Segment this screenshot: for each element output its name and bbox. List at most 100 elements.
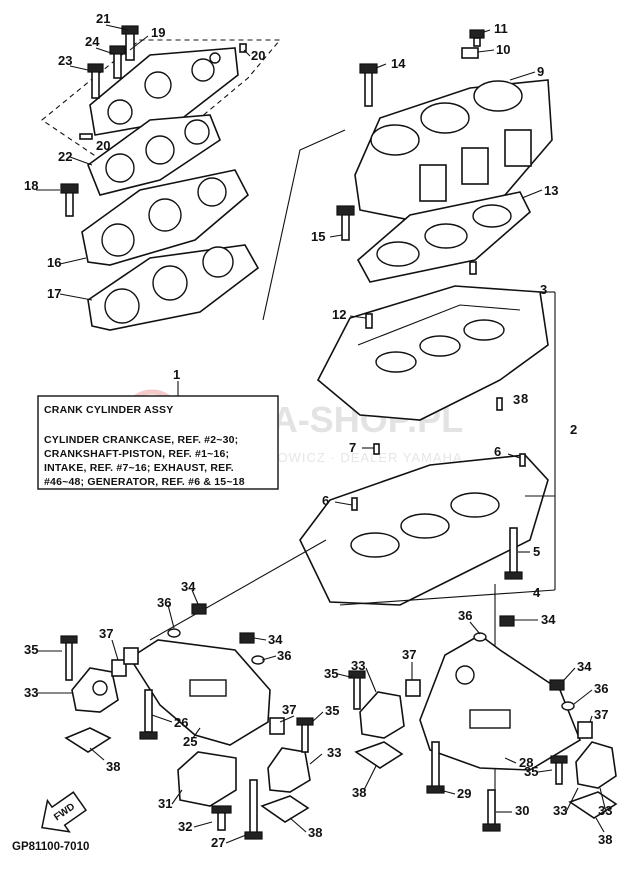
washer-36 [561,701,575,711]
spacer-37 [111,659,127,677]
bolt-18-head [60,183,79,194]
crankcase-ridge [357,304,521,346]
leader-37 [279,715,295,723]
gasket-hole [145,135,175,165]
clamp-10 [461,47,479,59]
leader-17 [59,293,93,301]
rubber-mount-33 [359,691,405,739]
callout-35: 35 [325,703,339,718]
bolt-35 [353,674,361,710]
assembly-lines [149,129,556,820]
leader-19 [129,35,149,51]
callout-37: 37 [402,647,416,662]
callout-5: 5 [533,544,540,559]
cylinder-block-group [336,29,553,283]
washer-36 [473,632,487,642]
bolt-11 [473,37,481,47]
callout-13: 13 [544,183,558,198]
leader-6 [334,501,353,506]
bracket-slot [469,709,511,729]
leader-12 [349,315,367,319]
leader-line [262,129,346,321]
exhaust-port [504,129,532,167]
leader-38 [363,765,377,791]
callout-38: 38 [598,832,612,847]
leader-36 [469,621,481,635]
cylinder-head-group [41,25,282,331]
bolt-18 [65,189,74,217]
head-gasket-bore [152,265,188,301]
crankcase-lower-group [299,453,549,606]
combustion-chamber [148,198,182,232]
leader-33 [365,667,377,693]
bolt-14-head [359,63,378,74]
leader-26 [151,714,173,723]
callout-11: 11 [494,21,508,36]
leader-38 [89,747,105,761]
spacer-37 [577,721,593,739]
cylinder-bore [370,124,420,156]
bolt-30 [487,789,496,827]
note-title: CRANK CYLINDER ASSY [44,404,173,416]
head-gasket-bore [104,288,140,324]
bracket-hole [455,665,475,685]
note-box [37,395,279,490]
combustion-chamber [197,177,227,207]
dowel-7 [373,443,380,455]
callout-37: 37 [282,702,296,717]
callout-16: 16 [47,255,61,270]
base-gasket-bore [424,223,468,249]
leader-35 [337,673,355,679]
bolt-24-head [109,45,126,55]
callout-2: 2 [570,422,577,437]
dowel-12 [365,313,373,329]
bolt-29-head [426,785,445,794]
callout-36: 36 [277,648,291,663]
head-cover-port [144,71,172,99]
callout-33: 33 [351,658,365,673]
leader-38 [595,817,605,833]
spacer-37 [405,679,421,697]
callout-3: 3 [540,282,547,297]
head-cover-port [107,99,133,125]
bolt-5 [509,527,518,575]
bolt-23-head [87,63,104,73]
gasket-hole [184,119,210,145]
callout-36: 36 [594,681,608,696]
plate-38 [260,795,310,823]
callout-35: 35 [324,666,338,681]
callout-18: 18 [24,178,38,193]
head-cover-port [209,52,221,64]
main-bearing-seat [400,513,450,539]
leader-35 [311,711,324,723]
crankcase-upper-group [316,261,549,455]
head-gasket-bore [202,246,234,278]
crank-journal [375,351,417,373]
callout-29: 29 [457,786,471,801]
leader-14 [375,63,387,69]
leader-29 [439,789,456,795]
callout-23: 23 [58,53,72,68]
gasket-hole [105,153,135,183]
leader-27 [225,834,247,844]
callout-8: 8 [521,391,528,406]
leader-35 [537,769,553,773]
leader-33 [309,753,323,765]
leader-15 [329,234,343,238]
engine-mount-bracket-28 [419,634,581,771]
bolt-35 [65,639,73,681]
leader-21 [105,24,129,31]
leader-11 [483,29,491,33]
leader-36 [573,689,593,705]
callout-36: 36 [458,608,472,623]
leader-33 [565,787,579,813]
cylinder-bore [473,80,523,112]
callout-25: 25 [183,734,197,749]
plate-38 [354,741,404,769]
pin-20 [239,43,247,53]
callout-17: 17 [47,286,61,301]
bolt-35-head [296,717,314,726]
callout-34: 34 [577,659,592,674]
dowel-6 [351,497,358,511]
